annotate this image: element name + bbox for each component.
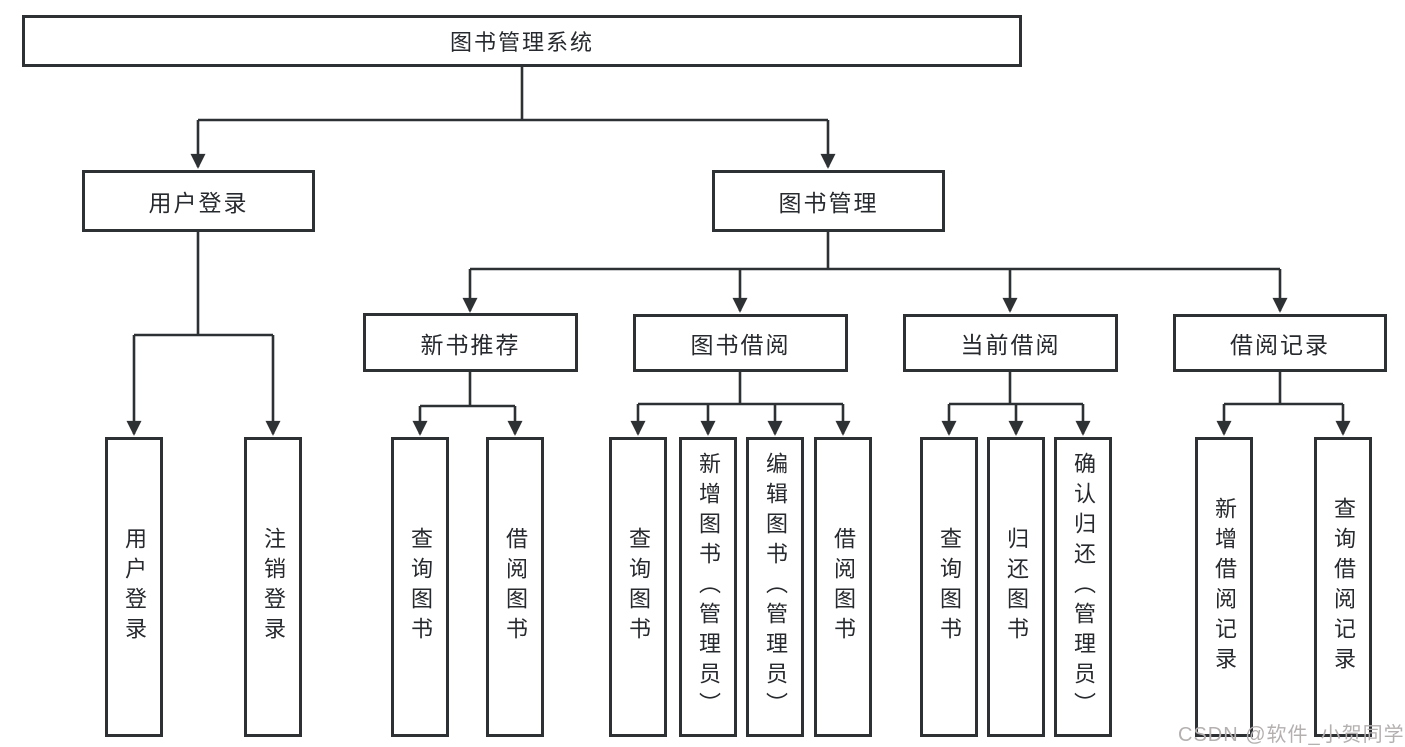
node-book-borrow-label: 图书借阅 (690, 332, 791, 358)
leaf-label: 用户登录 (122, 527, 147, 647)
node-new-book-recommend-label: 新书推荐 (420, 331, 521, 358)
node-user-login: 用户登录 (82, 170, 315, 232)
leaf-query-borrow-record: 查询借阅记录 (1314, 437, 1372, 737)
node-book-management: 图书管理 (712, 170, 945, 232)
leaf-label: 注销登录 (261, 527, 286, 647)
node-new-book-recommend: 新书推荐 (363, 313, 578, 372)
leaf-label: 借阅图书 (503, 527, 528, 647)
leaf-add-book-admin: 新增图书（管理员） (679, 437, 737, 737)
leaf-edit-book-admin: 编辑图书（管理员） (746, 437, 804, 737)
node-borrow-records: 借阅记录 (1173, 314, 1387, 372)
leaf-label: 查询图书 (937, 527, 962, 647)
node-current-borrow: 当前借阅 (903, 314, 1118, 372)
node-user-login-label: 用户登录 (148, 190, 249, 216)
leaf-add-borrow-record: 新增借阅记录 (1195, 437, 1253, 737)
leaf-borrow-books-recommend: 借阅图书 (486, 437, 544, 737)
leaf-return-books: 归还图书 (987, 437, 1045, 737)
node-root-label: 图书管理系统 (449, 30, 594, 55)
leaf-borrow-books: 借阅图书 (814, 437, 872, 737)
leaf-label: 借阅图书 (831, 527, 856, 647)
leaf-query-books-current: 查询图书 (920, 437, 978, 737)
leaf-label: 查询借阅记录 (1331, 497, 1356, 677)
leaf-label: 编辑图书（管理员） (763, 452, 788, 722)
leaf-label: 确认归还（管理员） (1071, 452, 1096, 722)
node-root: 图书管理系统 (22, 15, 1022, 67)
leaf-label: 归还图书 (1004, 527, 1029, 647)
node-borrow-records-label: 借阅记录 (1230, 332, 1330, 358)
node-book-management-label: 图书管理 (778, 190, 879, 216)
leaf-label: 查询图书 (626, 527, 651, 647)
leaf-user-login: 用户登录 (105, 437, 163, 737)
csdn-watermark: CSDN @软件_小贺同学 (1178, 724, 1405, 746)
leaf-query-books-recommend: 查询图书 (391, 437, 449, 737)
node-book-borrow: 图书借阅 (633, 314, 848, 372)
node-current-borrow-label: 当前借阅 (960, 332, 1061, 358)
leaf-query-books-borrow: 查询图书 (609, 437, 667, 737)
leaf-label: 新增图书（管理员） (696, 452, 721, 722)
leaf-logout: 注销登录 (244, 437, 302, 737)
leaf-label: 查询图书 (408, 527, 433, 647)
leaf-confirm-return-admin: 确认归还（管理员） (1054, 437, 1112, 737)
leaf-label: 新增借阅记录 (1212, 497, 1237, 677)
